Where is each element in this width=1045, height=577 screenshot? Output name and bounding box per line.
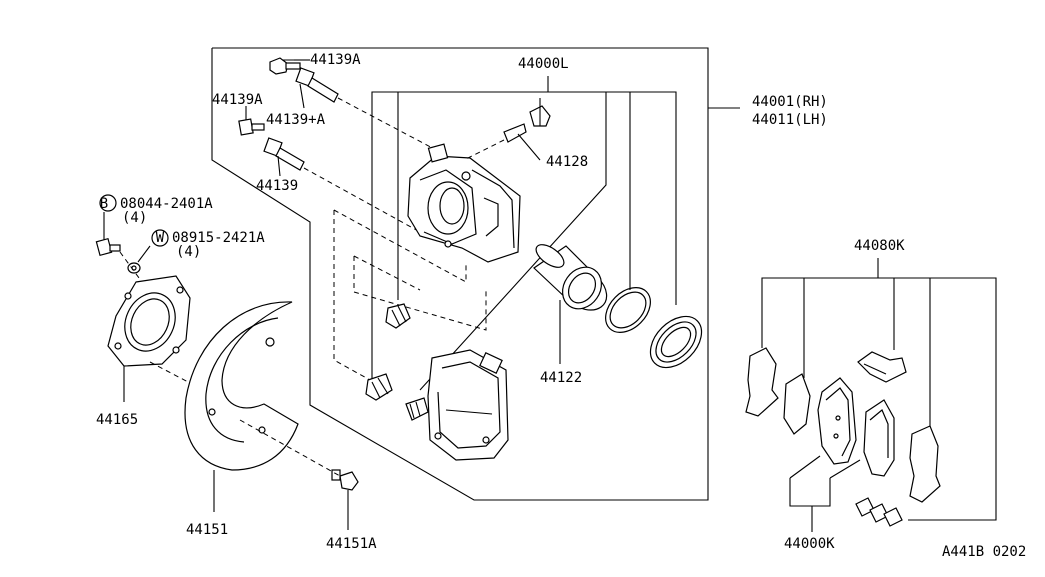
pin-44139plusA-top [295, 67, 339, 103]
brake-pad-outer [817, 377, 857, 465]
guide-bolt [119, 251, 143, 283]
bolt-08044 [95, 237, 121, 257]
bracket-44000K-diag-b [829, 459, 861, 479]
caliper-group-outline [211, 47, 709, 501]
boot-lower [365, 373, 393, 401]
leader-44139plusA [299, 83, 305, 109]
label-44151A: 44151A [326, 536, 377, 552]
boot-upper [385, 303, 411, 329]
anti-squeal-shim-a [745, 347, 779, 417]
guide-rect-1a [333, 210, 371, 381]
leader-44139 [277, 155, 281, 177]
badge-w-circle [151, 229, 169, 247]
leader-08915 [137, 245, 151, 263]
bracket-drop-3 [419, 92, 607, 391]
label-44000L: 44000L [518, 56, 569, 72]
caliper-body [407, 143, 521, 263]
label-44000K: 44000K [784, 536, 835, 552]
boot-spring [405, 397, 429, 421]
label-44128: 44128 [546, 154, 588, 170]
guide-shield-bolt [239, 419, 341, 477]
label-44165: 44165 [96, 412, 138, 428]
torque-member [427, 349, 509, 461]
washer-08915 [127, 262, 141, 274]
label-44080K: 44080K [854, 238, 905, 254]
label-08044-qty: (4) [122, 210, 147, 226]
pad-retainer-clip [857, 351, 907, 383]
label-44122: 44122 [540, 370, 582, 386]
dust-boot [649, 315, 703, 369]
dust-shield-44151 [184, 301, 299, 471]
guide-pin-top [337, 97, 441, 153]
guide-rect-2c [353, 255, 421, 291]
shim-plate-right [909, 425, 941, 503]
anti-squeal-shim-b [783, 373, 811, 435]
badge-b: B [100, 196, 108, 212]
label-44011-lh: 44011(LH) [752, 112, 828, 128]
label-44001-rh: 44001(RH) [752, 94, 828, 110]
bolt-44139A-left [238, 118, 265, 136]
piston-seal [605, 287, 651, 333]
guide-rect-2 [353, 256, 487, 331]
label-08915-qty: (4) [176, 244, 201, 260]
badge-w: W [156, 230, 165, 246]
bolt-44151A [331, 469, 359, 491]
pin-44139 [263, 137, 305, 171]
guide-bleeder [463, 139, 505, 161]
drawing-code: A441B 0202 [942, 544, 1026, 560]
label-44139A-left: 44139A [212, 92, 263, 108]
label-44139A-top: 44139A [310, 52, 361, 68]
label-44151: 44151 [186, 522, 228, 538]
bracket-44000K-diag-a [789, 455, 821, 479]
bracket-44000L [371, 91, 677, 380]
guide-pin-low [303, 167, 421, 233]
badge-b-circle [99, 194, 117, 212]
piston-44122 [533, 244, 608, 311]
bracket-44080K [761, 277, 997, 521]
brake-pad-inner [863, 399, 895, 477]
label-44139: 44139 [256, 178, 298, 194]
anti-rattle-springs [855, 497, 903, 527]
label-44139plusA: 44139+A [266, 112, 326, 128]
guide-rect-1b [333, 209, 467, 283]
bracket-44000K [789, 478, 831, 507]
bolt-44139A-top [269, 57, 301, 75]
label-08915: 08915-2421A [172, 230, 265, 246]
label-08044: 08044-2401A [120, 196, 213, 212]
bleeder-44128 [503, 105, 551, 161]
baffle-plate-44165 [107, 275, 191, 367]
